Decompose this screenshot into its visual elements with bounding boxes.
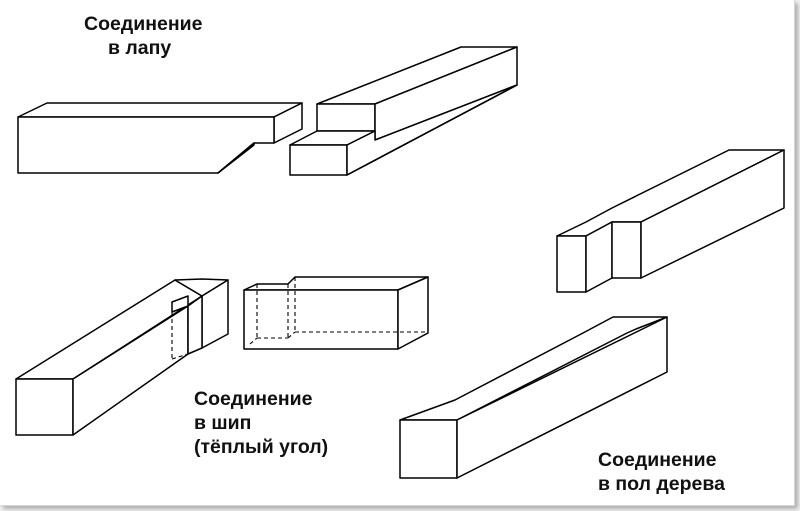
half-timber-upper-beam: [556, 149, 785, 293]
tenon-joint-slotted-beam: [15, 278, 229, 436]
lap-joint-label-line1: Соединение: [84, 13, 203, 35]
tenon-joint-label-line2: в шип: [194, 412, 252, 434]
half-timber-joint-label: Соединение в пол дерева: [598, 448, 725, 496]
lap-joint-label: Соединение в лапу: [84, 12, 202, 60]
tenon-joint-label-line1: Соединение: [194, 388, 313, 410]
half-timber-lower-beam: [399, 316, 668, 479]
tenon-joint-tongue-beam: [243, 276, 429, 350]
half-timber-label-line2: в пол дерева: [598, 473, 725, 495]
lap-joint-label-line2: в лапу: [108, 37, 172, 59]
tenon-joint-label: Соединение в шип (тёплый угол): [194, 387, 328, 459]
tenon-joint-label-line3: (тёплый угол): [194, 436, 329, 458]
lap-joint-left-beam: [17, 102, 303, 174]
half-timber-label-line1: Соединение: [598, 449, 717, 471]
lap-joint-right-beam: [289, 46, 518, 176]
